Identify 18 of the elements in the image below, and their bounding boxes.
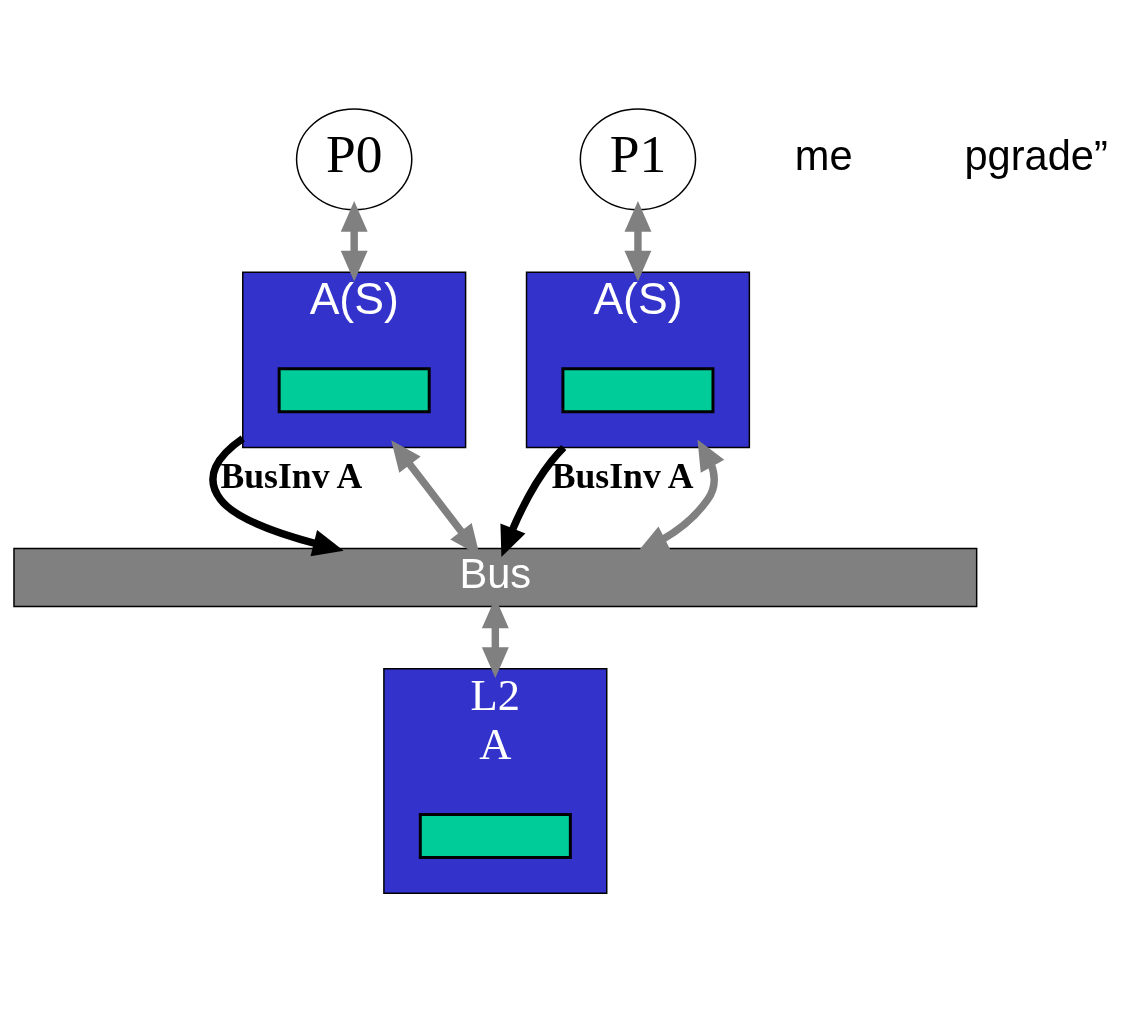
edge-label: BusInv A [220,455,363,496]
cluster: L2 A [383,668,608,894]
arrow [624,201,652,282]
label: me [794,131,853,179]
node-bar [277,367,431,414]
label: pgrade” [964,131,1108,179]
cluster: A(S) [242,271,467,449]
arrow [209,435,344,557]
arrow [500,444,567,558]
node-ellipse: P1 [579,108,697,211]
node-bar [418,812,572,859]
node-bar [561,367,715,414]
node-ellipse: P0 [295,108,413,211]
edge-label: BusInv A [551,455,694,496]
arrow [637,439,725,553]
cluster: A(S) [525,271,751,449]
arrow [340,201,368,282]
node-box: Bus [13,547,978,608]
